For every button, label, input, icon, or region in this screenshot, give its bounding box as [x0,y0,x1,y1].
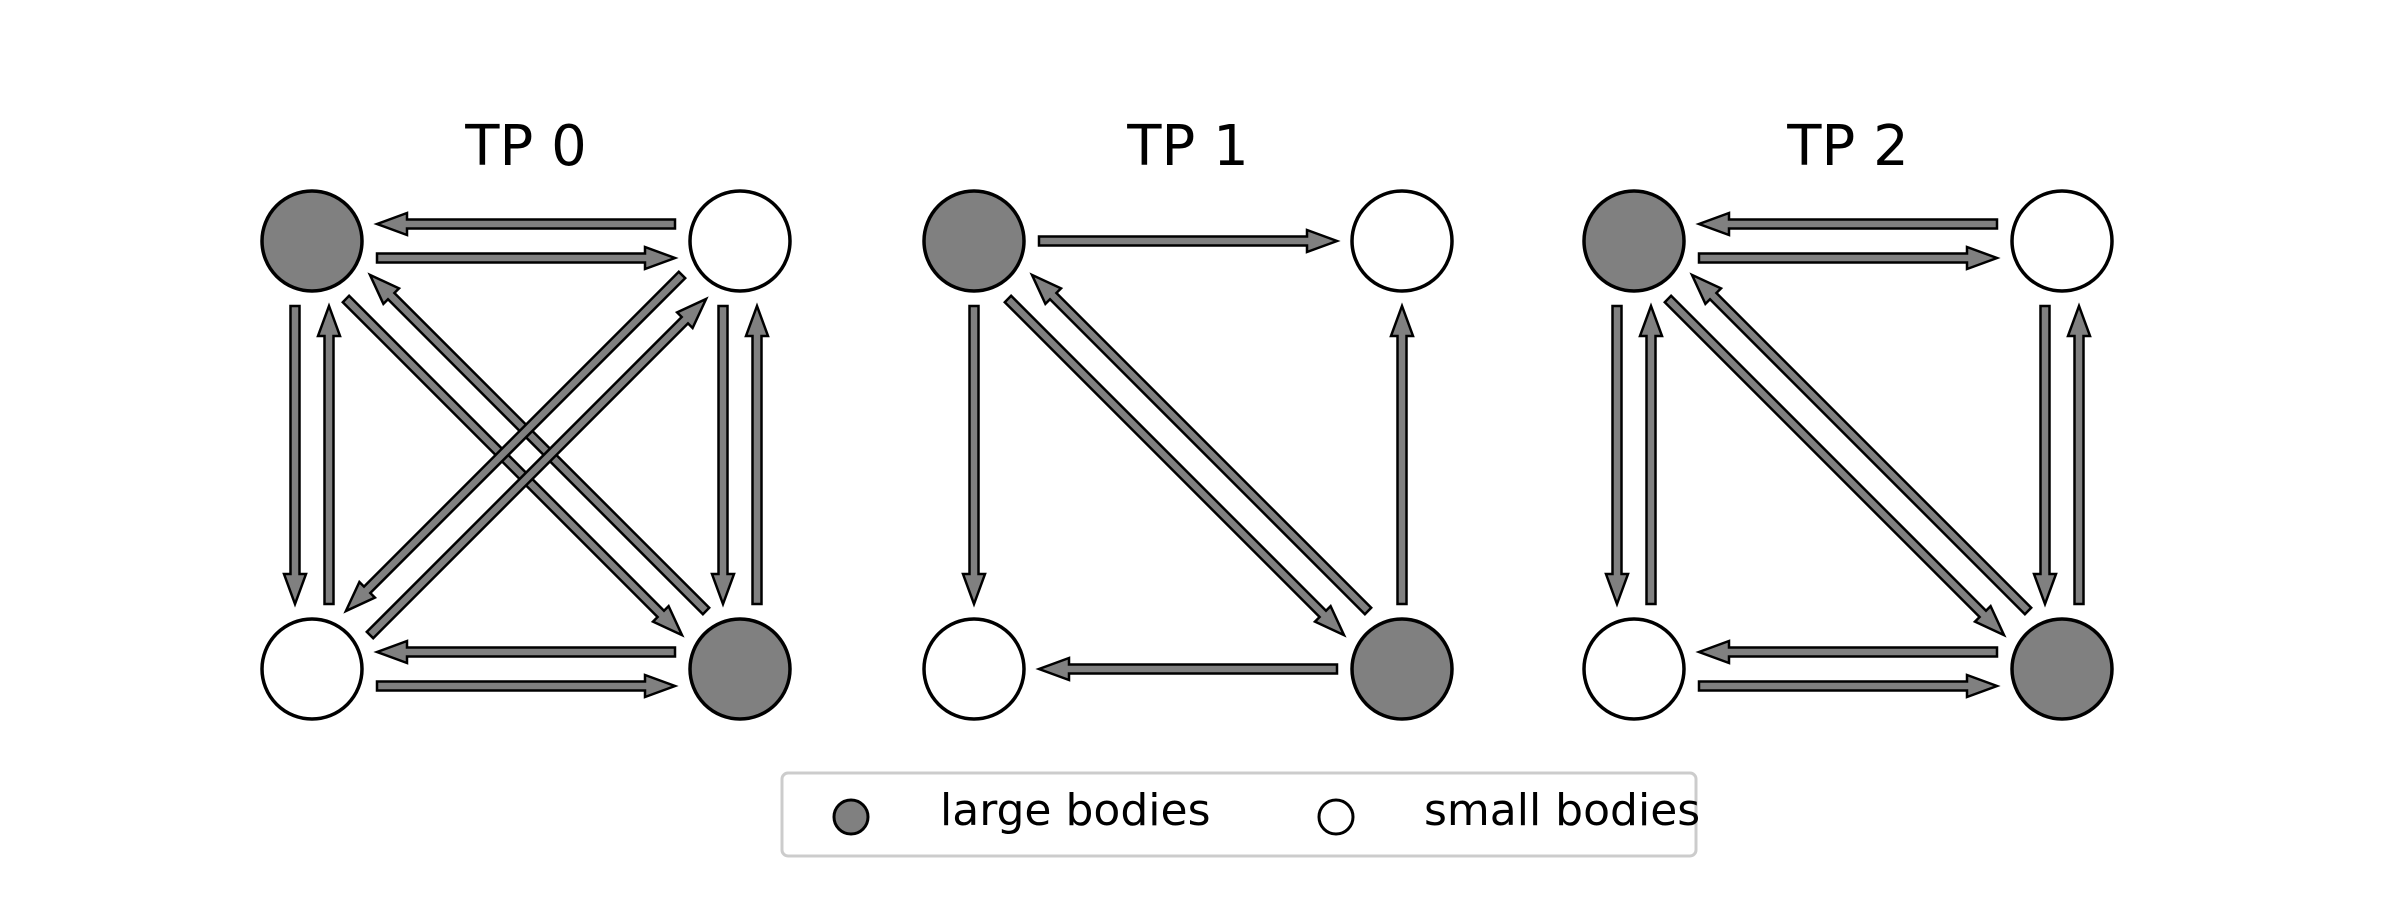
panel-tp-2: TP 2 [1582,114,2114,721]
panel-title: TP 2 [1786,114,1908,179]
panel-title: TP 1 [1126,114,1248,179]
arrow-br-to-tl [1689,272,2033,616]
large-body-node-tl [260,189,364,293]
small-body-node-bl [1582,617,1686,721]
legend-large-icon [832,798,870,836]
small-body-node-tr [1350,189,1454,293]
arrow-tl-to-br [341,294,685,638]
legend-large-label: large bodies [940,785,1211,836]
panel-tp-0: TP 0 [260,114,792,721]
large-body-node-tl [922,189,1026,293]
nodes [260,189,792,721]
arrow-tl-to-tr [1697,245,2001,271]
arrow-br-to-tr [744,302,770,606]
arrow-br-to-bl [1035,656,1339,682]
nodes [1582,189,2114,721]
small-body-node-tr [688,189,792,293]
arrow-br-to-tr [2066,302,2092,606]
edges [961,228,1415,682]
arrow-br-to-bl [1695,639,1999,665]
arrow-tr-to-br [710,304,736,608]
arrow-tl-to-bl [961,304,987,608]
arrow-bl-to-tl [1638,302,1664,606]
large-body-node-br [2010,617,2114,721]
legend-small-icon [1317,798,1355,836]
nodes [922,189,1454,721]
arrow-tl-to-bl [282,304,308,608]
arrow-br-to-tl [367,272,711,616]
legend-frame [780,771,1698,858]
arrow-br-to-bl [373,639,677,665]
legend: large bodies small bodies [780,771,1700,858]
arrow-br-to-tl [1029,272,1373,616]
large-body-node-br [688,617,792,721]
arrow-tl-to-br [1003,294,1347,638]
small-body-node-bl [260,617,364,721]
panels: TP 0 TP 1 TP 2 [260,114,2114,721]
edges [1604,211,2092,699]
arrow-tr-to-bl [343,270,687,614]
arrow-tr-to-tl [1695,211,1999,237]
arrow-tl-to-br [1663,294,2007,638]
arrow-bl-to-br [1697,673,2001,699]
arrow-bl-to-tr [365,296,709,640]
small-body-node-tr [2010,189,2114,293]
arrow-br-to-tr [1389,302,1415,606]
small-body-node-bl [922,617,1026,721]
large-body-node-br [1350,617,1454,721]
panel-tp-1: TP 1 [922,114,1454,721]
arrow-tl-to-tr [1037,228,1341,254]
arrow-tl-to-tr [375,245,679,271]
arrow-tr-to-br [2032,304,2058,608]
edges [282,211,770,699]
arrow-bl-to-tl [316,302,342,606]
panel-title: TP 0 [464,114,586,179]
arrow-tl-to-bl [1604,304,1630,608]
arrow-tr-to-tl [373,211,677,237]
large-body-node-tl [1582,189,1686,293]
arrow-bl-to-br [375,673,679,699]
legend-small-label: small bodies [1424,785,1700,836]
